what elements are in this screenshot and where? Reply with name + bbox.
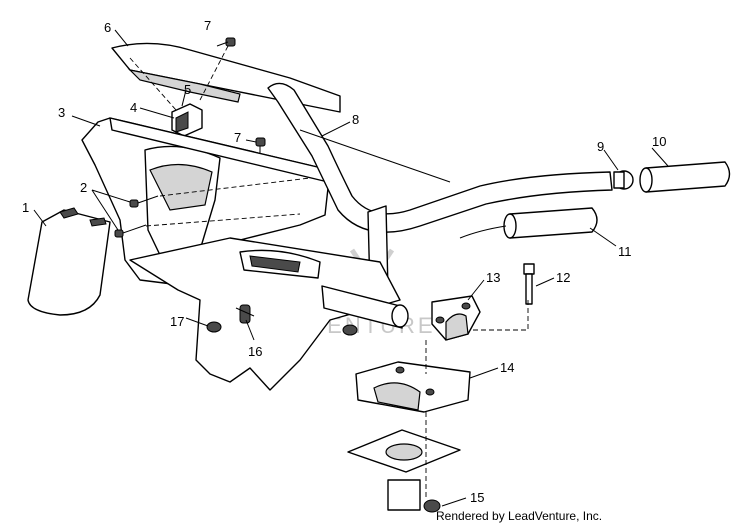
nut-15 (423, 499, 441, 513)
leader-lines (33, 29, 669, 507)
assembly-lines (129, 45, 529, 500)
mounting-plate (347, 429, 461, 511)
grip-right (639, 161, 731, 193)
callout-16: 16 (248, 344, 262, 359)
upper-cover-panel (111, 42, 341, 113)
lower-clamp (355, 361, 471, 413)
bolt-12 (523, 263, 535, 305)
callout-4: 4 (130, 100, 137, 115)
callout-13: 13 (486, 270, 500, 285)
callout-8: 8 (352, 112, 359, 127)
callout-15: 15 (470, 490, 484, 505)
callout-5: 5 (184, 82, 191, 97)
callout-17: 17 (170, 314, 184, 329)
callout-2: 2 (80, 180, 87, 195)
steering-post (321, 285, 409, 329)
callout-7-upper: 7 (204, 18, 211, 33)
callout-14: 14 (500, 360, 514, 375)
screw-2-upper (129, 195, 159, 208)
callout-labels: 6 7 5 4 3 7 8 2 1 9 10 11 12 13 14 15 16… (22, 18, 666, 505)
callout-11: 11 (618, 244, 632, 259)
lower-body (129, 237, 401, 391)
callout-3: 3 (58, 105, 65, 120)
callout-6: 6 (104, 20, 111, 35)
render-credit: Rendered by LeadVenture, Inc. (436, 509, 603, 523)
upper-clamp (431, 295, 481, 341)
end-cap (613, 170, 634, 190)
callout-9: 9 (597, 139, 604, 154)
nut-mount-right (342, 324, 358, 336)
callout-7-lower: 7 (234, 130, 241, 145)
switch-part (171, 103, 203, 137)
callout-10: 10 (652, 134, 666, 149)
callout-1: 1 (22, 200, 29, 215)
side-panel (27, 207, 111, 316)
bolt-16 (235, 304, 255, 324)
screw-7-upper (216, 37, 236, 47)
callout-12: 12 (556, 270, 570, 285)
grip-left-wired (459, 207, 598, 239)
nut-17 (206, 321, 222, 333)
screw-2-lower (114, 224, 147, 238)
